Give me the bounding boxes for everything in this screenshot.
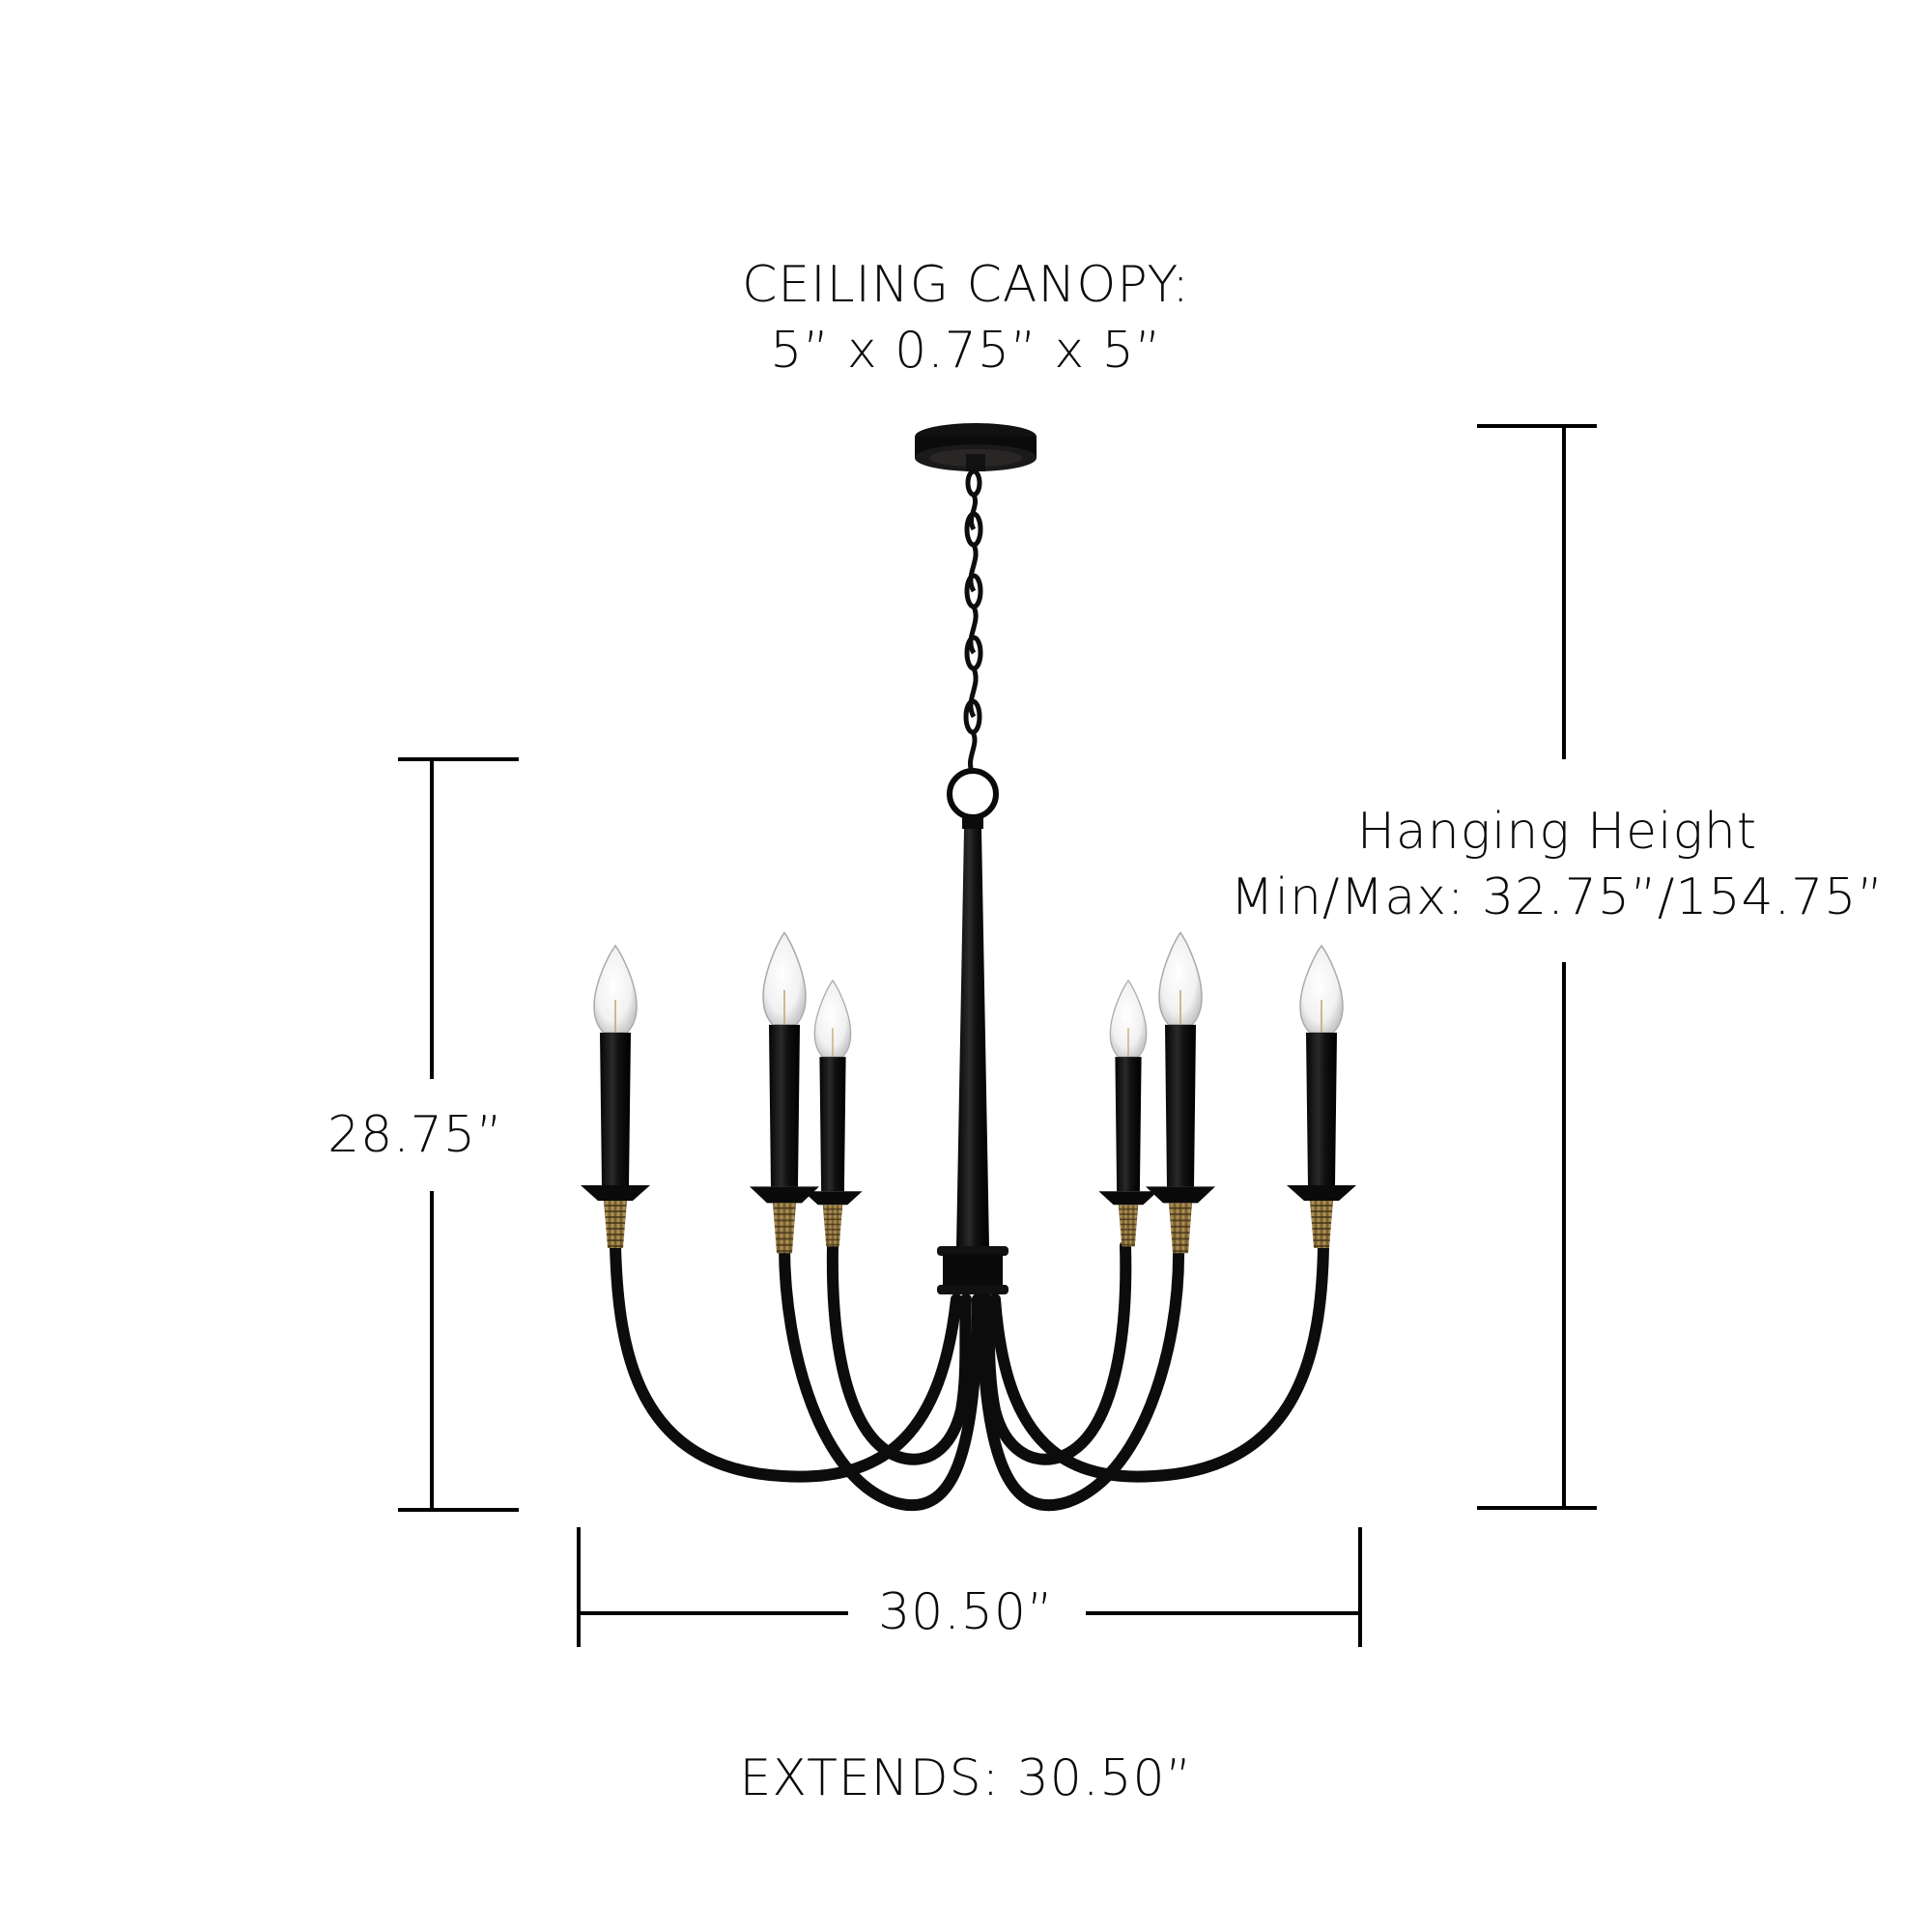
candle-1 — [580, 945, 651, 1249]
chandelier-illustration — [580, 423, 1357, 1512]
width-dimension-line — [577, 1527, 1362, 1647]
candle-2 — [749, 931, 820, 1255]
hanging-height-value: Min/Max: 32.75”/154.75” — [1230, 867, 1885, 926]
hanging-height-title: Hanging Height — [1356, 803, 1758, 861]
candle-6 — [1286, 945, 1357, 1249]
hanging-height-label: Hanging Height Min/Max: 32.75”/154.75” — [1219, 800, 1895, 930]
hanging-height-dimension-line — [1477, 424, 1597, 1510]
fixture-height-label: 28.75” — [327, 1106, 503, 1164]
height-dimension-line — [398, 757, 519, 1512]
chain — [963, 469, 983, 773]
canopy-title: CEILING CANOPY: — [742, 256, 1190, 314]
fixture-width-label: 30.50” — [878, 1583, 1054, 1641]
loop-ring — [947, 768, 999, 820]
extends-label: EXTENDS: 30.50” — [739, 1749, 1193, 1807]
center-stem — [937, 815, 1009, 1294]
candle-5 — [1145, 931, 1216, 1255]
canopy-size: 5” x 0.75” x 5” — [770, 321, 1162, 380]
canopy-dimension-label: CEILING CANOPY: 5” x 0.75” x 5” — [580, 253, 1352, 384]
ceiling-canopy — [915, 423, 1037, 471]
arms — [610, 1240, 1329, 1512]
candle-4 — [1097, 980, 1159, 1248]
candle-3 — [802, 980, 864, 1248]
